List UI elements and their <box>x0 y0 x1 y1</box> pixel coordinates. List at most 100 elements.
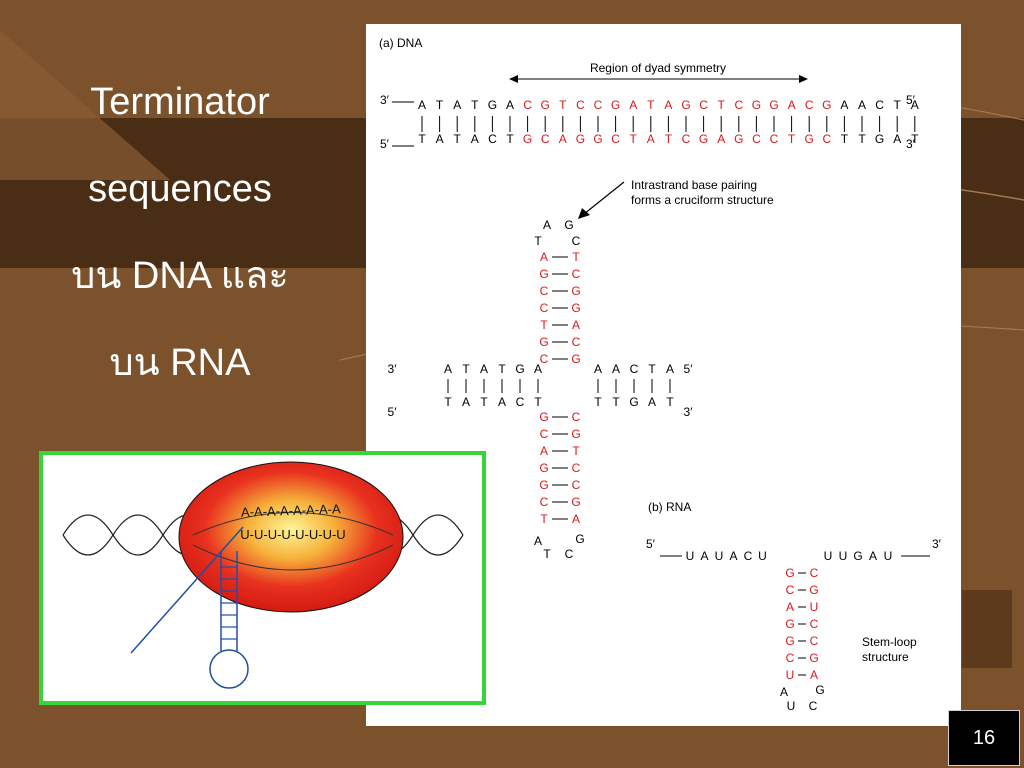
cruciform-base: A <box>648 395 656 409</box>
stem-base: G <box>571 284 580 298</box>
stem-base: A <box>540 250 548 264</box>
rna-stem-base: A <box>810 668 818 682</box>
dna-bottom-base: G <box>523 132 532 146</box>
dna-top-base: A <box>858 98 866 112</box>
dna-top-base: A <box>453 98 461 112</box>
dna-top-base: T <box>471 98 479 112</box>
stem-base: G <box>539 478 548 492</box>
stem-base: C <box>572 478 581 492</box>
rna-stem-base: G <box>785 634 794 648</box>
cruciform-base: A <box>444 362 452 376</box>
loop-base: A <box>543 218 551 232</box>
dna-bottom-base: T <box>630 132 638 146</box>
stem-base: C <box>572 410 581 424</box>
dna-bottom-base: A <box>436 132 444 146</box>
dna-top-base: C <box>576 98 585 112</box>
dna-bottom-base: C <box>541 132 550 146</box>
dna-bottom-base: C <box>752 132 761 146</box>
cruciform-base: C <box>516 395 525 409</box>
dna-3prime-top: 3′ <box>380 93 390 107</box>
dna-top-base: T <box>718 98 726 112</box>
hairpin <box>209 551 249 689</box>
rna-base: U <box>758 549 767 563</box>
decor-block <box>962 590 1012 668</box>
stem-base: T <box>540 318 548 332</box>
dna-rna-diagram: (a) DNA Region of dyad symmetry 3′ 5′ 5′… <box>379 36 942 713</box>
rna-base: G <box>853 549 862 563</box>
dna-bottom-base: G <box>805 132 814 146</box>
stem-loop-caption-1: Stem-loop <box>862 635 917 649</box>
loop-base: C <box>572 234 581 248</box>
loop-base: G <box>564 218 573 232</box>
dna-top-base: T <box>436 98 444 112</box>
rna-transcript <box>130 526 244 654</box>
cruciform-caption-2: forms a cruciform structure <box>631 193 774 207</box>
dna-bottom-base: G <box>875 132 884 146</box>
loop-base: G <box>575 532 584 546</box>
stem-base: C <box>540 352 549 366</box>
dna-bottom-base: A <box>647 132 655 146</box>
dna-top-base: C <box>699 98 708 112</box>
rna-base: C <box>744 549 753 563</box>
rna-stem-base: U <box>786 668 795 682</box>
dna-top-base: T <box>894 98 902 112</box>
stem-base: C <box>540 301 549 315</box>
slide-title: Terminator sequences บน DNA และ บน RNA <box>40 80 320 428</box>
rna-stem-base: G <box>809 583 818 597</box>
dna-top-base: G <box>541 98 550 112</box>
rna-stem-base: C <box>786 651 795 665</box>
dna-top-base: G <box>769 98 778 112</box>
dna-top-base: G <box>752 98 761 112</box>
loop-base: T <box>534 234 542 248</box>
dyad-arrow-right-head <box>799 75 808 83</box>
rna-base: U <box>824 549 833 563</box>
loop-base: A <box>534 534 542 548</box>
stem-base: T <box>572 250 580 264</box>
dna-top-base: C <box>875 98 884 112</box>
dyad-label: Region of dyad symmetry <box>590 61 726 75</box>
cruciform-base: T <box>666 395 674 409</box>
stem-base: C <box>572 267 581 281</box>
page-number: 16 <box>948 710 1020 766</box>
cruciform-base: T <box>648 362 656 376</box>
dna-bottom-base: A <box>559 132 567 146</box>
dna-5prime-top: 5′ <box>906 93 916 107</box>
cruciform-base: A <box>462 395 470 409</box>
template-strand <box>192 512 394 536</box>
dna-top-base: C <box>594 98 603 112</box>
title-line-1: Terminator <box>90 81 270 123</box>
dna-bottom-base: G <box>734 132 743 146</box>
stem-base: G <box>539 461 548 475</box>
stem-base: G <box>571 427 580 441</box>
dna-bottom-base: T <box>788 132 796 146</box>
polymerase-inset: A-A-A-A-A-A-A-A U-U-U-U-U-U-U-U <box>39 451 486 705</box>
stem-base: G <box>571 495 580 509</box>
stem-base: T <box>572 444 580 458</box>
poly-u-row: U-U-U-U-U-U-U-U <box>240 527 345 542</box>
stem-base: C <box>572 461 581 475</box>
rna-base: A <box>869 549 877 563</box>
dna-bottom-base: T <box>418 132 426 146</box>
dna-bottom-base: G <box>593 132 602 146</box>
cruciform-base: T <box>444 395 452 409</box>
stem-base: C <box>572 335 581 349</box>
rna-stem-base: C <box>810 634 819 648</box>
title-line-3: บน DNA และ <box>71 255 289 297</box>
dna-top-base: C <box>805 98 814 112</box>
dna-duplex: ATTAATTAGCATCGGCTACGCGGCATTAATGCCGTACGGC… <box>392 98 919 147</box>
rna-base: U <box>686 549 695 563</box>
dna-bottom-base: C <box>488 132 497 146</box>
dna-bottom-base: A <box>893 132 901 146</box>
dna-bottom-base: G <box>699 132 708 146</box>
rna-polymerase <box>178 461 404 613</box>
cruciform-base: T <box>498 362 506 376</box>
cruciform-base: T <box>462 362 470 376</box>
cruciform-base: A <box>498 395 506 409</box>
dna-5prime-bottom: 5′ <box>380 137 390 151</box>
cruciform-base: A <box>480 362 488 376</box>
dna-bottom-base: C <box>770 132 779 146</box>
dna-bottom-base: T <box>911 132 919 146</box>
rna-stem-base: G <box>785 617 794 631</box>
rna-base: A <box>700 549 708 563</box>
rna-stem-base: A <box>786 600 794 614</box>
